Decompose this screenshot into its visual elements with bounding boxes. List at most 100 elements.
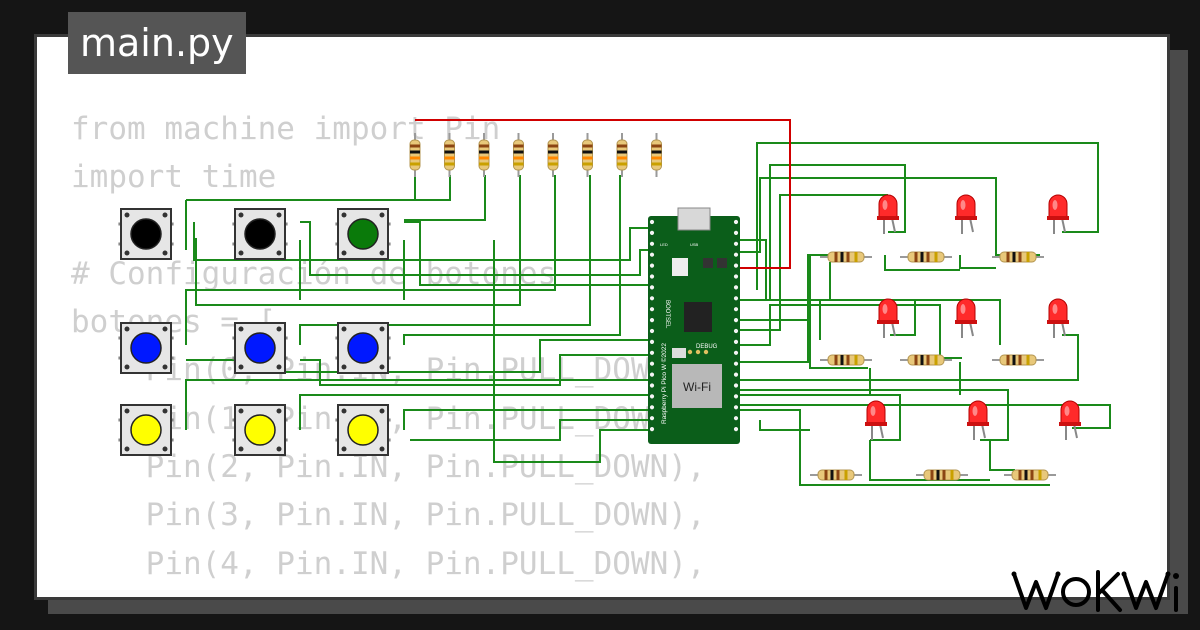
- wokwi-logo: [1011, 570, 1179, 612]
- button-cap: [130, 332, 162, 364]
- led: [877, 298, 899, 338]
- wifi-label: Wi-Fi: [683, 380, 711, 394]
- wire: [735, 334, 1079, 381]
- wire: [735, 404, 1111, 429]
- usb-label: USB: [690, 242, 699, 247]
- pushbutton[interactable]: [118, 322, 174, 374]
- wire: [404, 175, 486, 221]
- pushbutton[interactable]: [335, 208, 391, 260]
- wire: [195, 175, 521, 306]
- wire: [735, 239, 831, 301]
- wire: [735, 389, 1009, 441]
- debug-label: DEBUG: [696, 344, 718, 350]
- power-wire: [415, 119, 791, 269]
- resistor: [478, 133, 490, 177]
- pushbutton[interactable]: [118, 404, 174, 456]
- pulldown-resistors: [409, 133, 662, 177]
- button-cap: [347, 218, 379, 250]
- resistor: [992, 251, 1044, 263]
- led: [955, 298, 977, 338]
- wire: [989, 440, 1015, 471]
- button-cap: [244, 414, 276, 446]
- wire: [890, 300, 916, 336]
- bootsel-button[interactable]: [672, 258, 688, 276]
- resistor: [444, 133, 455, 177]
- led: [1047, 194, 1069, 234]
- resistor: [900, 251, 952, 263]
- wire: [403, 409, 652, 430]
- wire: [809, 255, 868, 369]
- bootsel-label: BOOTSEL: [664, 300, 670, 329]
- resistor: [547, 133, 559, 177]
- resistor: [820, 354, 872, 366]
- code-line: Pin(3, Pin.IN, Pin.PULL_DOWN),: [71, 497, 706, 534]
- wire: [959, 255, 996, 269]
- pushbutton[interactable]: [118, 208, 174, 260]
- code-line: from machine import Pin: [71, 111, 501, 147]
- wire: [759, 420, 810, 431]
- resistor: [616, 133, 628, 177]
- wire: [735, 394, 901, 441]
- button-cap: [244, 218, 276, 250]
- wire: [300, 354, 652, 386]
- usb-connector: [677, 207, 711, 231]
- code-line: import time: [71, 159, 277, 196]
- resistor: [916, 469, 968, 481]
- wire: [884, 255, 960, 271]
- wire: [735, 409, 1050, 486]
- pushbutton[interactable]: [232, 404, 288, 456]
- wifi-module: [672, 364, 722, 408]
- file-tab[interactable]: main.py: [68, 12, 246, 74]
- pushbutton[interactable]: [335, 404, 391, 456]
- gpio-pins: [648, 218, 740, 433]
- wire: [299, 175, 591, 345]
- code-line: Pin(5, Pin.IN, Pin.PULL_DOWN),: [71, 588, 706, 597]
- button-cap: [130, 414, 162, 446]
- resistor: [651, 133, 662, 177]
- resistor: [409, 133, 421, 177]
- wire: [300, 175, 451, 201]
- wire: [193, 222, 652, 261]
- led: [1047, 298, 1069, 338]
- wire: [493, 240, 652, 463]
- button-cap: [130, 218, 162, 250]
- wire: [185, 175, 556, 345]
- resistor: [992, 354, 1044, 366]
- wire: [756, 142, 1099, 290]
- led: [877, 194, 899, 234]
- led-resistors: [810, 251, 1056, 481]
- pushbuttons: [118, 208, 391, 456]
- wire: [185, 379, 652, 430]
- code-line: Pin(4, Pin.IN, Pin.PULL_DOWN),: [71, 545, 706, 582]
- wire: [735, 304, 962, 359]
- led: [1059, 400, 1081, 440]
- led-label: LED: [660, 242, 668, 247]
- rp2040-chip: [684, 302, 712, 332]
- board-model-text: Raspberry Pi Pico W ©2022: [660, 343, 668, 424]
- pushbutton[interactable]: [335, 322, 391, 374]
- resistor: [900, 354, 952, 366]
- wire: [299, 394, 652, 430]
- wire: [403, 175, 621, 345]
- wire: [186, 175, 416, 201]
- pico-w-board[interactable]: Wi-Fi DEBUG LED USB BOOTSEL Raspberry Pi…: [648, 207, 740, 444]
- wire: [740, 299, 821, 340]
- wire: [404, 221, 652, 286]
- resistor: [582, 133, 593, 177]
- button-cap: [244, 332, 276, 364]
- wire: [410, 419, 652, 441]
- wire: [300, 221, 652, 276]
- resistor: [810, 469, 862, 481]
- resistor: [513, 133, 524, 177]
- pushbutton[interactable]: [232, 322, 288, 374]
- led: [865, 400, 887, 440]
- led: [967, 400, 989, 440]
- led: [955, 194, 977, 234]
- resistor: [1004, 469, 1056, 481]
- button-cap: [347, 414, 379, 446]
- wire: [735, 194, 888, 331]
- pushbutton[interactable]: [232, 208, 288, 260]
- wire: [735, 254, 830, 321]
